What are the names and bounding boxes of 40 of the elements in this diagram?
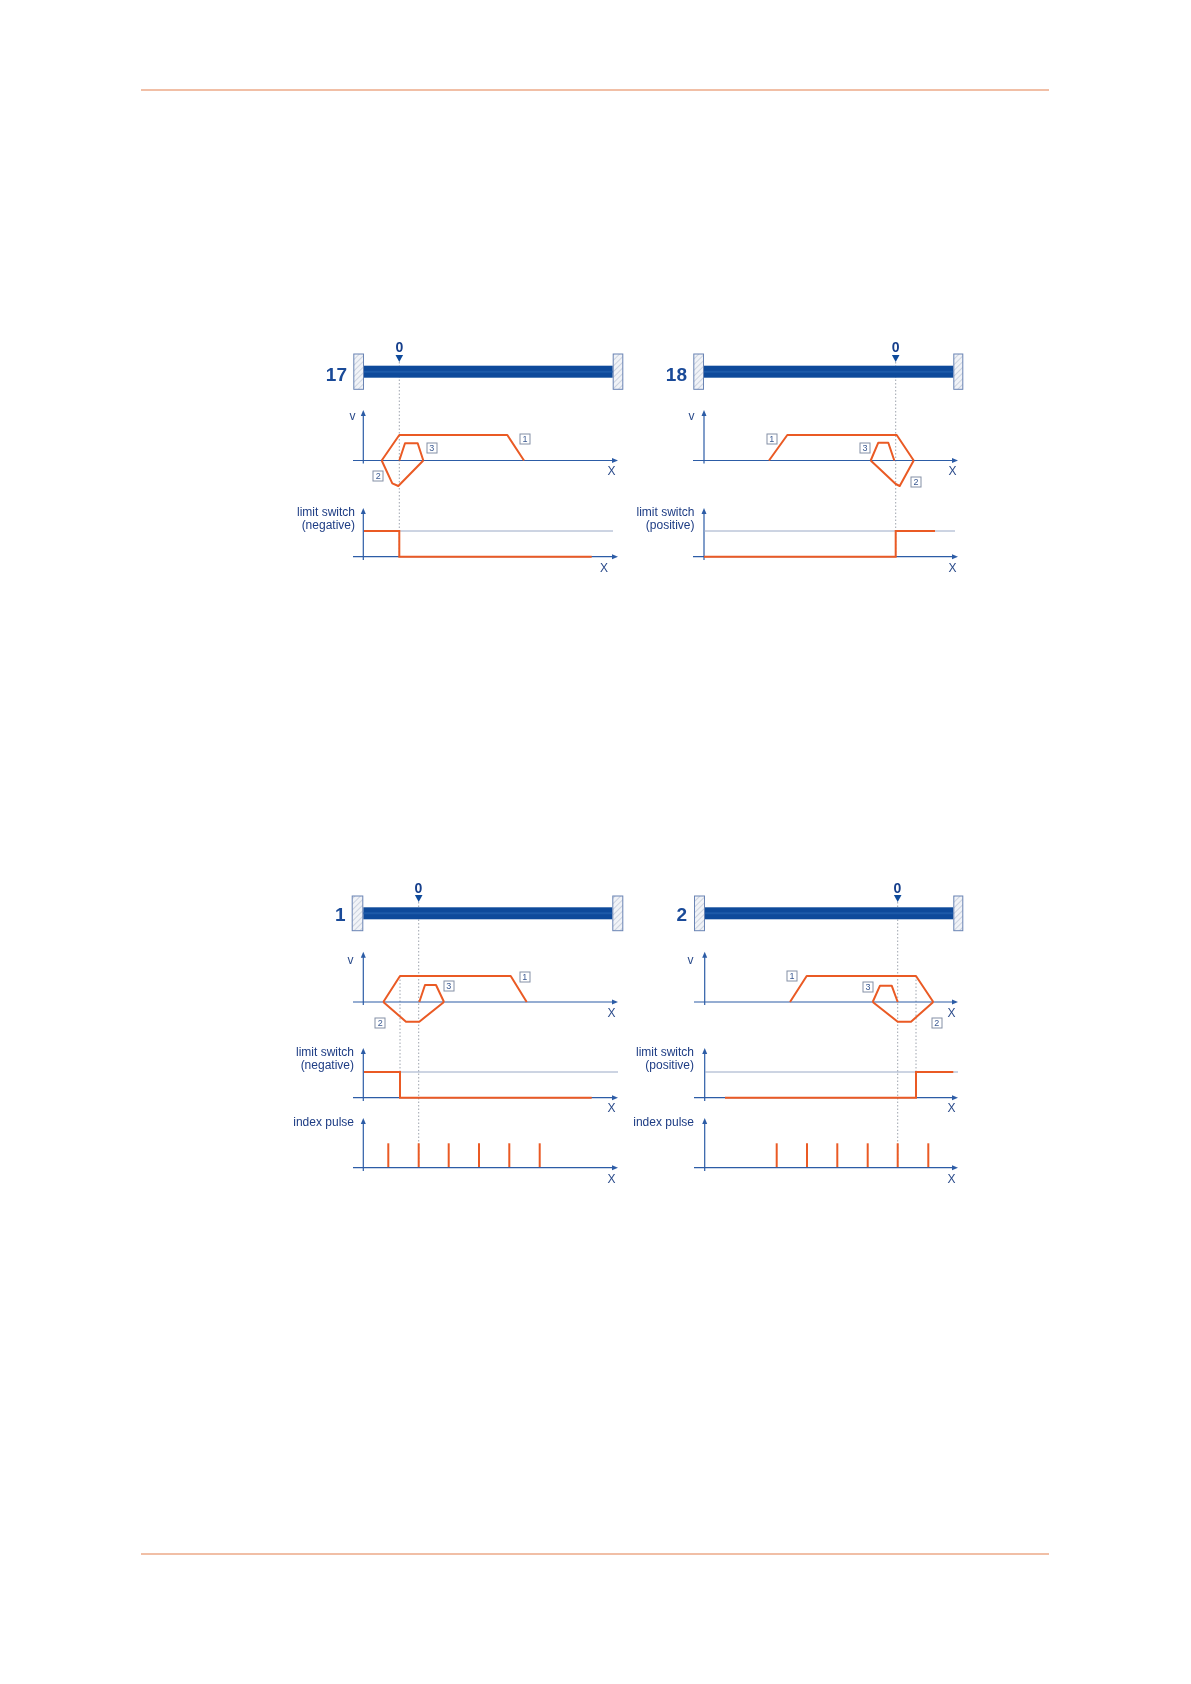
callout-number: 3 xyxy=(426,442,438,454)
callout-number: 3 xyxy=(862,981,874,993)
axis-label: X xyxy=(947,1006,956,1019)
axis-label: X xyxy=(948,465,957,477)
callout-number: 2 xyxy=(372,470,384,482)
mode-number: 18 xyxy=(665,364,687,383)
axis-label: X xyxy=(947,1173,956,1185)
mode-number: 17 xyxy=(325,364,347,383)
axis-label: v xyxy=(347,954,354,966)
axis-label: X xyxy=(948,561,957,574)
axis-label: X xyxy=(607,1101,616,1114)
callout-number: 2 xyxy=(931,1017,943,1029)
callout-number: 2 xyxy=(374,1017,386,1028)
zero-position-label: 0 xyxy=(891,340,900,354)
axis-label: X xyxy=(607,1006,616,1019)
zero-position-label: 0 xyxy=(395,340,404,354)
axis-label: X xyxy=(607,465,616,477)
signal-label: limit switch (positive) xyxy=(635,1046,694,1072)
axis-label: X xyxy=(607,1173,616,1185)
callout-number: 1 xyxy=(786,970,798,982)
signal-label: limit switch (negative) xyxy=(296,506,355,532)
callout-number: 1 xyxy=(766,433,778,445)
mode-number: 1 xyxy=(334,904,346,924)
zero-position-label: 0 xyxy=(414,880,423,895)
callout-number: 1 xyxy=(519,433,531,445)
axis-label: X xyxy=(600,561,608,574)
callout-number: 3 xyxy=(859,442,871,454)
callout-number: 3 xyxy=(443,980,455,992)
signal-label: index pulse xyxy=(632,1116,694,1129)
mode-number: 2 xyxy=(676,904,687,924)
axis-label: v xyxy=(349,410,356,422)
axis-label: v xyxy=(688,410,695,422)
signal-label: limit switch (negative) xyxy=(295,1046,354,1072)
zero-position-label: 0 xyxy=(893,880,902,895)
callout-number: 2 xyxy=(910,476,922,488)
axis-label: X xyxy=(947,1101,956,1114)
signal-label: limit switch (positive) xyxy=(635,506,695,532)
callout-number: 1 xyxy=(519,971,531,983)
axis-label: v xyxy=(687,954,694,966)
signal-label: index pulse xyxy=(292,1116,354,1129)
